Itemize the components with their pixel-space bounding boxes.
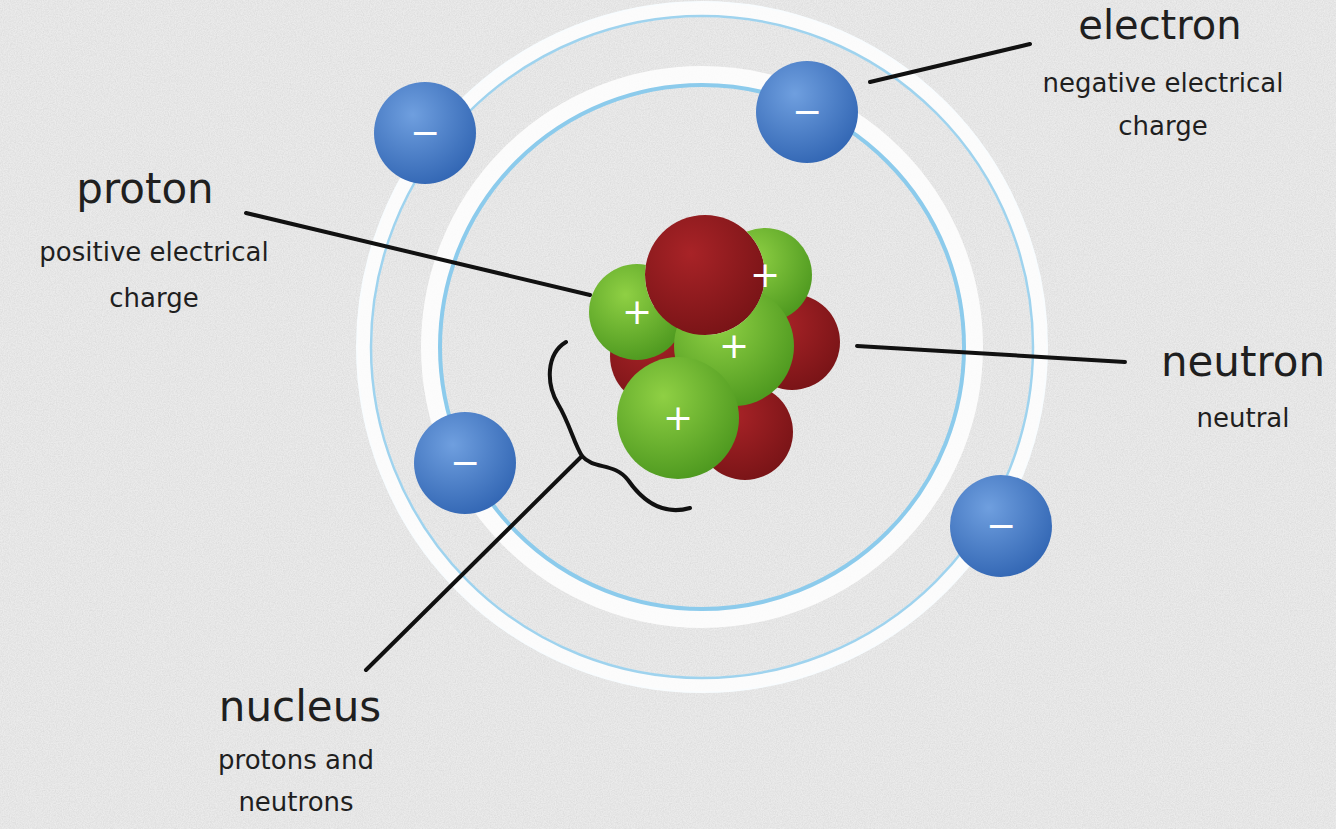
- charge-sign: +: [617, 357, 739, 479]
- outer-orbit-glow: [364, 9, 1040, 685]
- electron-sphere: [414, 412, 516, 514]
- charge-sign: −: [950, 475, 1052, 577]
- charge-sign: −: [374, 82, 476, 184]
- charge-sign: +: [589, 264, 685, 360]
- part-name: neutral: [1197, 402, 1290, 434]
- orbit-rings: [357, 2, 1047, 692]
- part-name: nucleus: [219, 683, 381, 731]
- electron-sphere: −: [756, 61, 858, 163]
- description-text: protons and neutrons: [166, 739, 426, 823]
- outer-orbit: [371, 16, 1033, 678]
- leader-lines: [246, 44, 1125, 670]
- proton-sphere: [617, 357, 739, 479]
- proton-sphere: +: [589, 264, 685, 360]
- leader-line: [870, 44, 1030, 82]
- proton-sphere: +: [617, 357, 739, 479]
- charge-sign: −: [414, 412, 516, 514]
- description-text: negative electrical charge: [1008, 62, 1318, 148]
- leader-line: [857, 346, 1125, 362]
- electron-sphere: [374, 82, 476, 184]
- charge-sign: −: [756, 61, 858, 163]
- proton-sphere: [589, 264, 685, 360]
- electron-sphere: −: [950, 475, 1052, 577]
- electron-sphere: [756, 61, 858, 163]
- part-name: electron: [1078, 2, 1241, 48]
- electron-sphere: [950, 475, 1052, 577]
- outer-orbit-edge: [357, 2, 1047, 692]
- part-name: neutron: [1161, 338, 1325, 386]
- electron-sphere: −: [374, 82, 476, 184]
- leader-line: [246, 213, 590, 295]
- description-text: positive electrical charge: [4, 229, 304, 321]
- electron-sphere: −: [414, 412, 516, 514]
- part-name: proton: [76, 165, 213, 213]
